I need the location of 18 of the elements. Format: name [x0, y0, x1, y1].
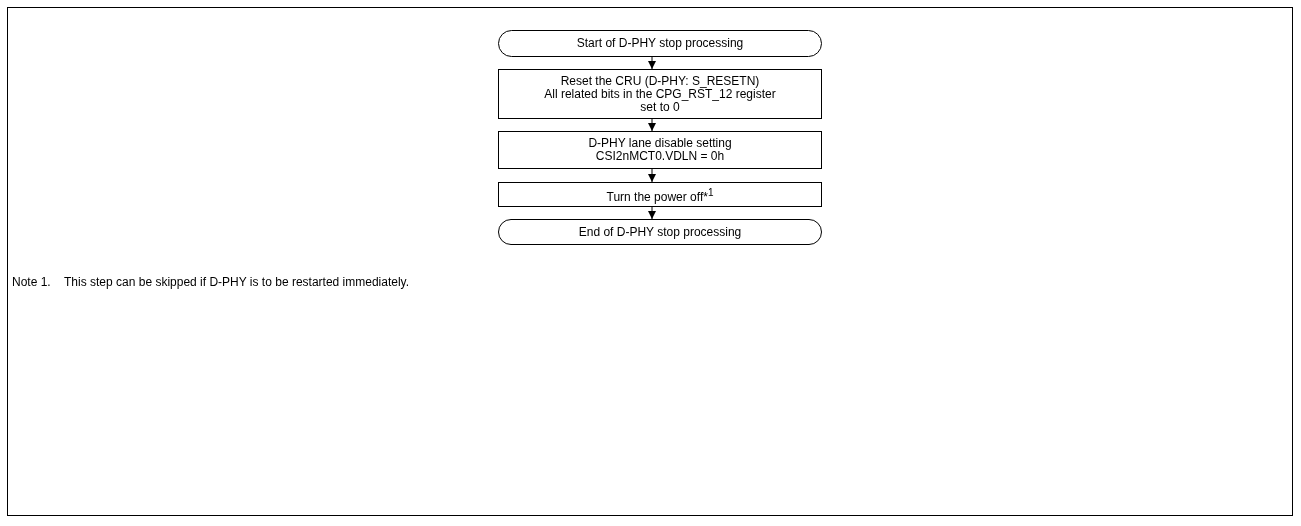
- node-text: Start of D-PHY stop processing: [576, 37, 744, 50]
- node-text: D-PHY lane disable setting: [588, 137, 732, 150]
- node-text: CSI2nMCT0.VDLN = 0h: [595, 150, 725, 163]
- node-text: End of D-PHY stop processing: [578, 225, 742, 239]
- arrow: [648, 168, 656, 183]
- note-text: This step can be skipped if D-PHY is to be restarted immediately.: [64, 275, 410, 289]
- terminal-box: [498, 219, 822, 245]
- node-text: All related bits in the CPG_RST_12 register set to 0: [543, 87, 777, 114]
- process-box: [498, 131, 822, 169]
- arrow: [648, 56, 656, 70]
- note-number: Note 1.: [12, 275, 51, 289]
- process-box: [498, 69, 822, 119]
- process-box: [498, 182, 822, 207]
- node-text: Turn the power off*$^{1}$: [606, 185, 714, 204]
- arrow: [648, 206, 656, 220]
- terminal-box: [498, 30, 822, 57]
- arrow: [648, 118, 656, 132]
- node-text: Reset the CRU (D-PHY: S_RESETN): [560, 74, 760, 88]
